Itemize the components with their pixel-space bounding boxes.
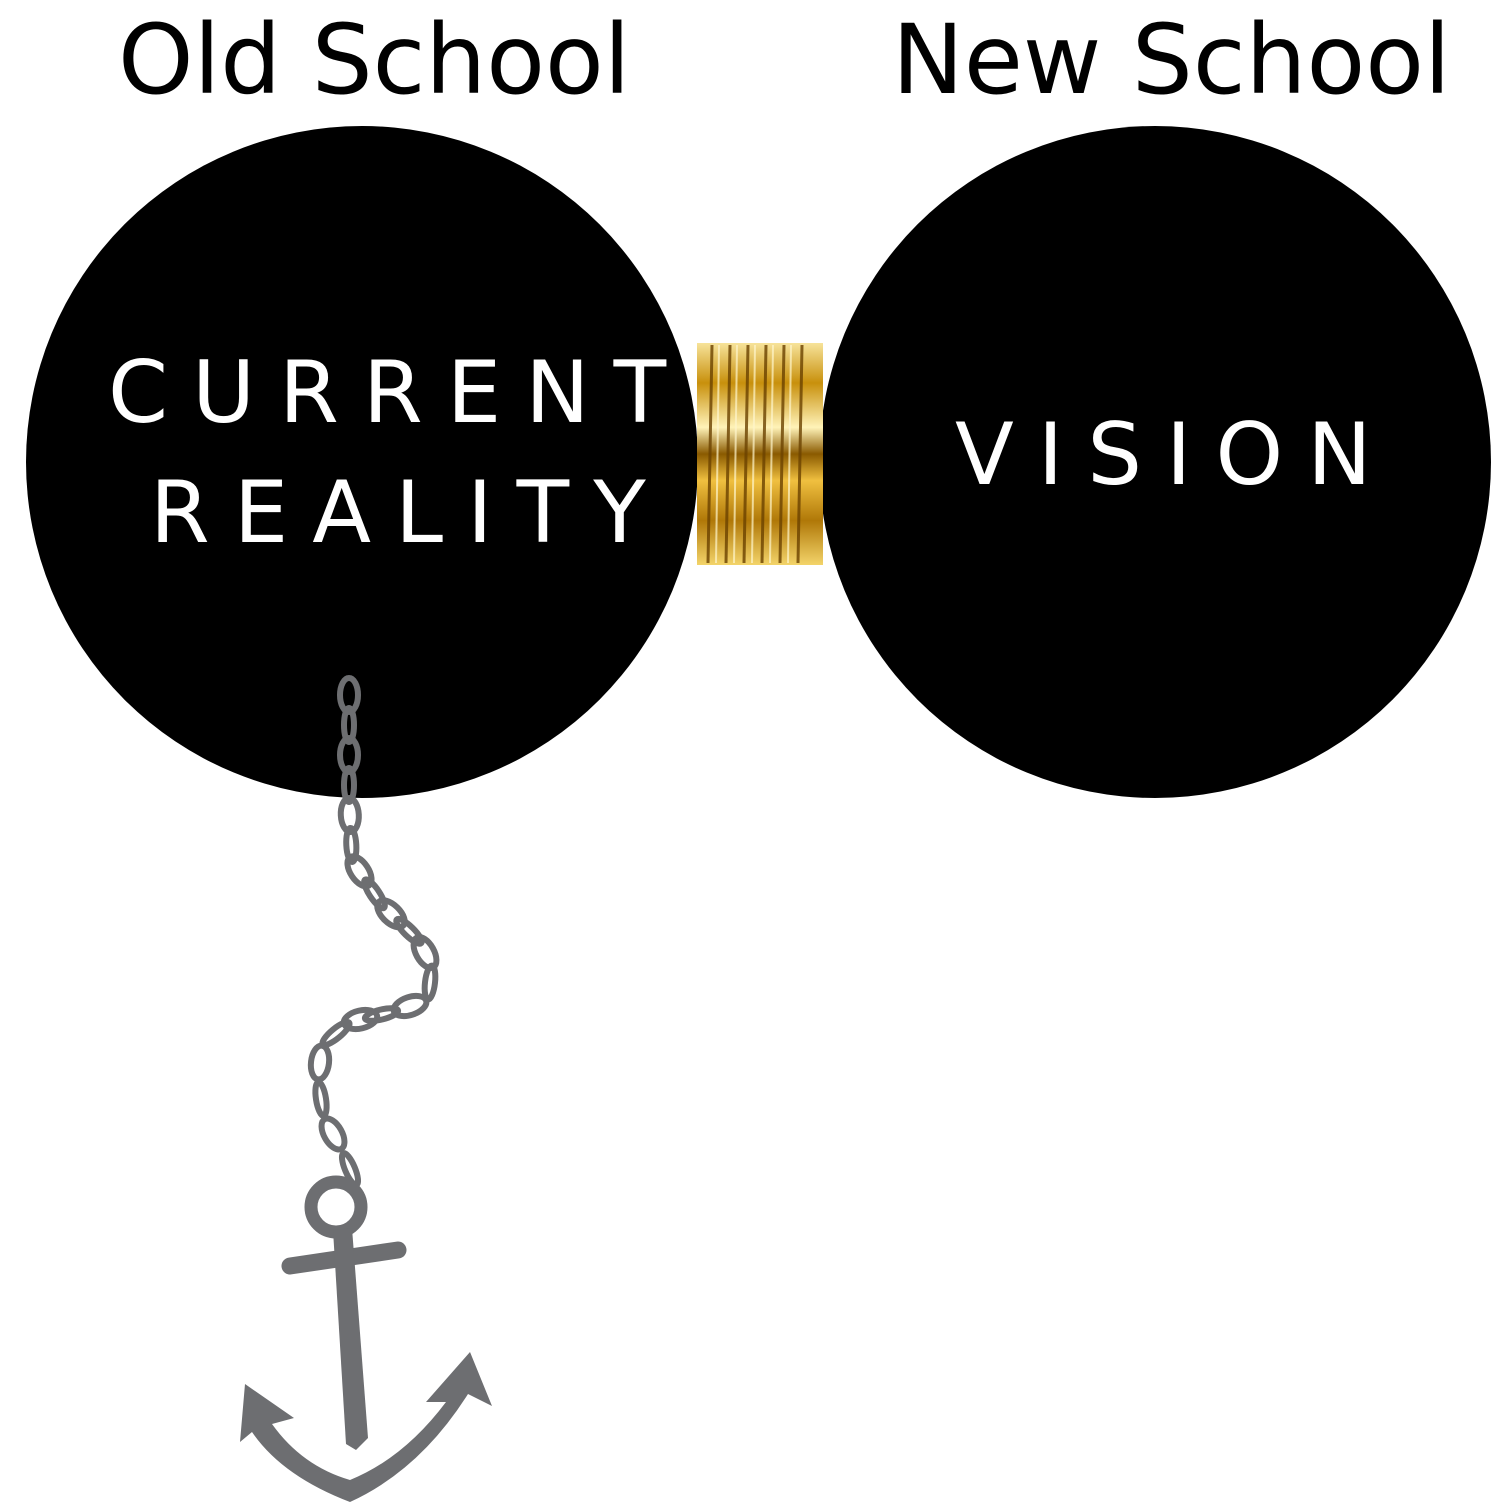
chain-link [393,915,425,947]
chain-icon [307,675,440,1188]
old-school-heading: Old School [118,4,631,116]
reality-label: REALITY [150,463,670,563]
chain-link [318,1115,348,1153]
chain-link [341,765,357,805]
anchor-icon [240,1175,492,1502]
chain-link [307,1042,333,1083]
chain-link [361,1005,402,1024]
chain-link [341,705,357,745]
gold-coil-icon [697,343,823,565]
chain-link [374,897,408,931]
chain-link [312,1079,330,1119]
vision-label: VISION [955,405,1396,505]
chain-link [344,853,375,890]
new-school-heading: New School [892,4,1451,116]
current-reality-circle [26,126,698,798]
chain-link [361,876,388,912]
vision-circle [819,126,1491,798]
chain-link [343,825,360,865]
chain-link [337,675,361,715]
current-label: CURRENT [108,343,691,443]
chain-link [337,735,361,775]
chain-link [421,962,439,1003]
